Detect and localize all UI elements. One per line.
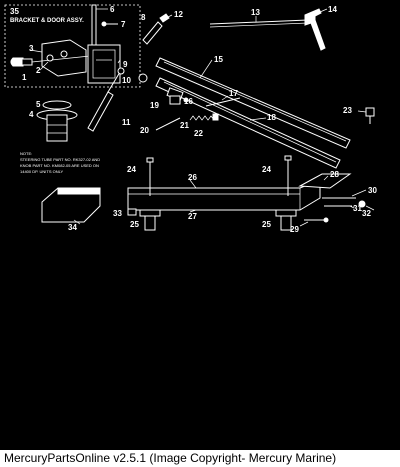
- part-30-31-32-hardware[interactable]: [322, 197, 366, 208]
- callout-11: 11: [122, 118, 131, 127]
- part-12-clip[interactable]: [159, 13, 170, 23]
- callout-28: 28: [330, 170, 339, 179]
- part-34-cover[interactable]: [41, 187, 101, 223]
- callout-22: 22: [194, 129, 203, 138]
- part-15-upper-arm[interactable]: [155, 57, 351, 149]
- part-8-link[interactable]: [142, 21, 163, 45]
- callout-7: 7: [121, 20, 126, 29]
- callout-15: 15: [214, 55, 223, 64]
- part-9-housing[interactable]: [87, 44, 121, 84]
- part-28-plate[interactable]: [298, 173, 352, 189]
- part-33-washer[interactable]: [127, 208, 137, 216]
- part-18-lower-arm[interactable]: [155, 77, 341, 169]
- part-25-foot-right[interactable]: [275, 209, 297, 231]
- callout-25-right: 25: [262, 220, 271, 229]
- callout-5: 5: [36, 100, 41, 109]
- part-29-pin[interactable]: [304, 217, 329, 223]
- part-25-foot-left[interactable]: [139, 209, 161, 231]
- part-2-3-bracket-plate[interactable]: [31, 39, 91, 77]
- part-26-base-frame[interactable]: [127, 179, 321, 211]
- callout-2: 2: [36, 66, 41, 75]
- callout-16: 16: [184, 97, 193, 106]
- bracket-door-assembly-box: [4, 4, 141, 88]
- callout-24-left: 24: [127, 165, 136, 174]
- part-20-bolt[interactable]: [155, 117, 181, 131]
- callout-4: 4: [29, 110, 34, 119]
- copyright-caption: MercuryPartsOnline v2.5.1 (Image Copyrig…: [4, 451, 337, 465]
- callout-leaders: [29, 8, 375, 227]
- callout-32: 32: [362, 209, 371, 218]
- part-1-knob[interactable]: [10, 57, 33, 67]
- part-19-pin[interactable]: [169, 95, 189, 105]
- part-11-gas-spring[interactable]: [87, 67, 125, 132]
- callout-9: 9: [123, 60, 128, 69]
- callout-14: 14: [328, 5, 337, 14]
- callout-18: 18: [267, 113, 276, 122]
- assembly-title: BRACKET & DOOR ASSY.: [10, 18, 84, 24]
- callout-29: 29: [290, 225, 299, 234]
- note-line-3: KNOB PART NO. KM082-05 ARE USED ON: [20, 163, 99, 168]
- part-14-tiller-handle[interactable]: [304, 8, 326, 51]
- callout-33: 33: [113, 209, 122, 218]
- part-21-22-spring[interactable]: [189, 113, 219, 121]
- callout-31: 31: [353, 204, 362, 213]
- callout-25-left: 25: [130, 220, 139, 229]
- note-line-1: NOTE:: [20, 151, 32, 156]
- callout-17: 17: [229, 89, 238, 98]
- callout-1: 1: [22, 73, 27, 82]
- assembly-number: 35: [10, 7, 19, 16]
- callout-34: 34: [68, 223, 77, 232]
- callout-13: 13: [251, 8, 260, 17]
- callout-23: 23: [343, 106, 352, 115]
- part-24-bolt-left[interactable]: [146, 157, 154, 196]
- caption-bar: MercuryPartsOnline v2.5.1 (Image Copyrig…: [0, 450, 400, 467]
- callout-10: 10: [122, 76, 131, 85]
- part-4-5-steering-base[interactable]: [36, 100, 78, 142]
- part-6-shaft[interactable]: [91, 4, 97, 48]
- note-line-4: 14400 DP. UNITS ONLY: [20, 169, 64, 174]
- part-10-washer[interactable]: [138, 73, 148, 83]
- part-23-nut[interactable]: [365, 107, 375, 124]
- callout-21: 21: [180, 121, 189, 130]
- callout-24-right: 24: [262, 165, 271, 174]
- callout-3: 3: [29, 44, 34, 53]
- callout-8: 8: [141, 13, 146, 22]
- callout-26: 26: [188, 173, 197, 182]
- callout-19: 19: [150, 101, 159, 110]
- callout-20: 20: [140, 126, 149, 135]
- callout-6: 6: [110, 5, 115, 14]
- note-line-2: STEERING TUBE PART NO. RK327-02 AND: [20, 157, 100, 162]
- part-13-steering-tube[interactable]: [209, 19, 309, 28]
- part-17-rod[interactable]: [205, 97, 241, 107]
- callout-27: 27: [188, 212, 197, 221]
- part-24-bolt-right[interactable]: [284, 155, 292, 196]
- part-7-pin[interactable]: [101, 21, 118, 27]
- callout-12: 12: [174, 10, 183, 19]
- exploded-parts-diagram: 35 BRACKET & DOOR ASSY.: [4, 4, 377, 234]
- callout-30: 30: [368, 186, 377, 195]
